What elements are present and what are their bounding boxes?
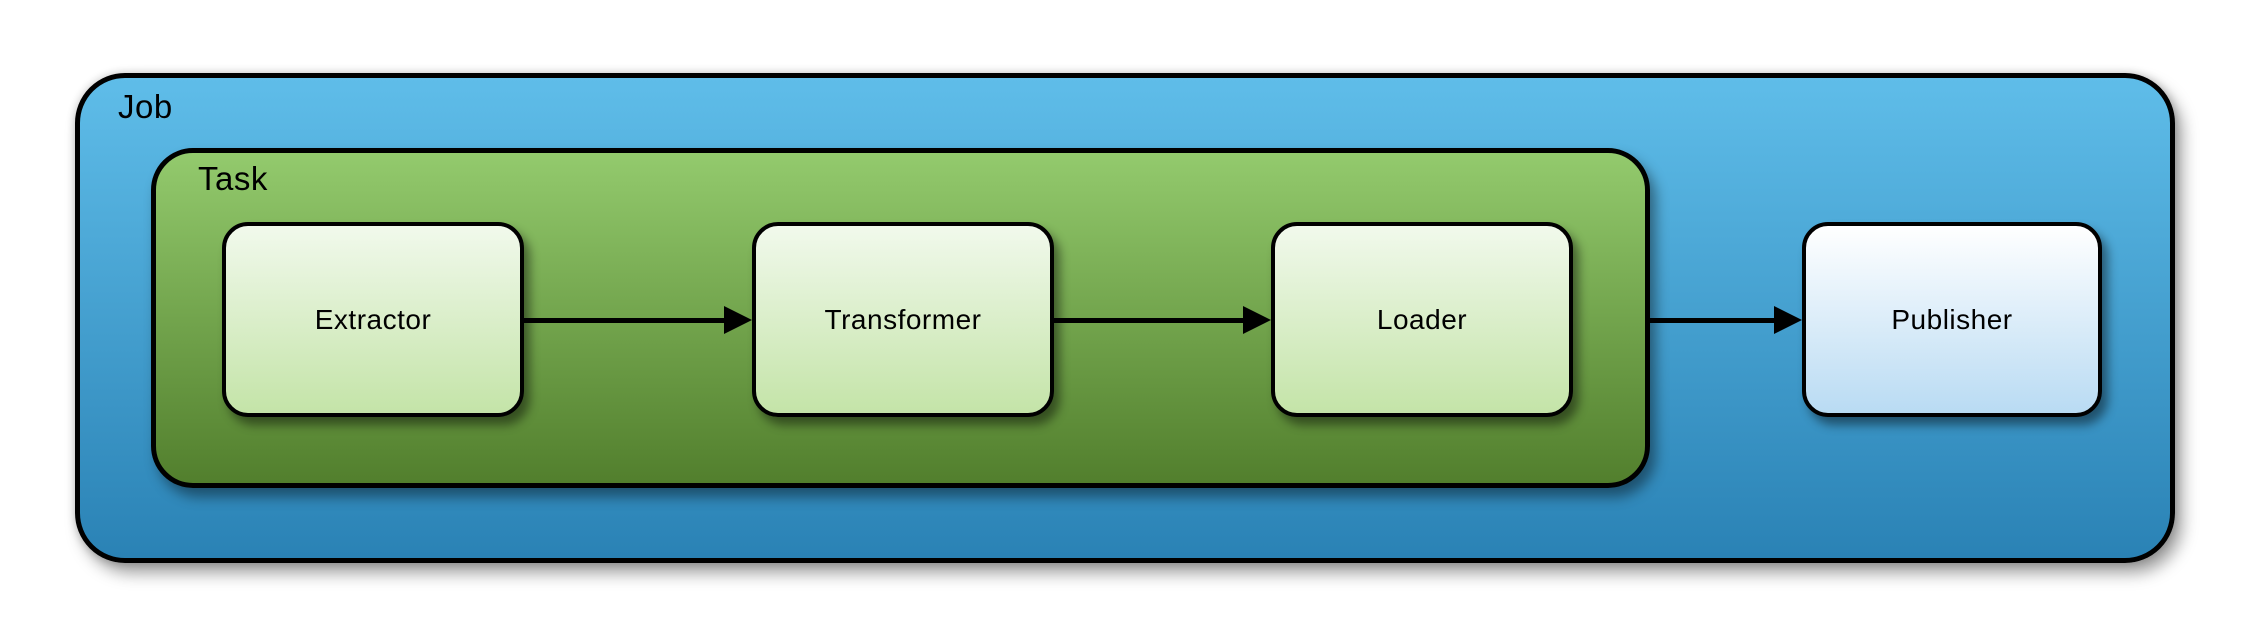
node-extractor: Extractor (222, 222, 524, 417)
arrow-shaft (1650, 317, 1780, 323)
arrow-task-to-publisher (1650, 306, 1802, 334)
job-container: Job Task Extractor Transformer Loader Pu… (75, 73, 2175, 563)
arrowhead-icon (724, 306, 752, 334)
arrow-shaft (524, 317, 730, 323)
arrowhead-icon (1774, 306, 1802, 334)
arrow-transformer-to-loader (1052, 306, 1271, 334)
arrowhead-icon (1243, 306, 1271, 334)
task-container: Task Extractor Transformer Loader (151, 148, 1650, 488)
arrow-extractor-to-transformer (524, 306, 752, 334)
node-publisher: Publisher (1802, 222, 2102, 417)
task-label: Task (198, 160, 268, 197)
arrow-shaft (1052, 317, 1249, 323)
job-label: Job (118, 88, 173, 125)
node-transformer: Transformer (752, 222, 1054, 417)
node-loader: Loader (1271, 222, 1573, 417)
